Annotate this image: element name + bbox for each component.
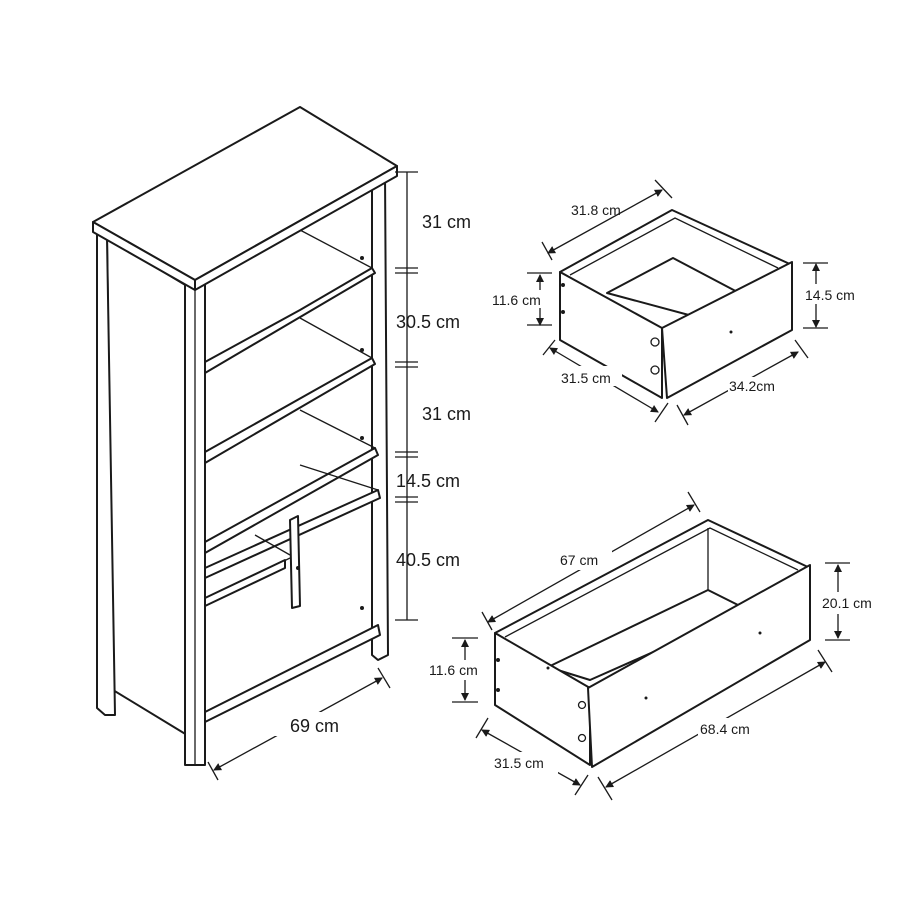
small-drawer-dimensions: 31.8 cm 11.6 cm 14.5 cm 31.5 cm 34.2cm [491, 179, 869, 426]
bookcase-height-4-label: 14.5 cm [396, 471, 460, 491]
large-drawer-depth-bottom-label: 31.5 cm [494, 755, 544, 771]
bookcase-width-dimension: 69 cm [207, 667, 391, 781]
bookcase-drawing [92, 106, 398, 766]
large-drawer-side-height-label: 11.6 cm [429, 662, 478, 678]
bookcase-height-1-label: 31 cm [422, 212, 471, 232]
bookcase-height-2-label: 30.5 cm [396, 312, 460, 332]
large-drawer-front-width-label: 68.4 cm [700, 721, 750, 737]
small-drawer-depth-top-label: 31.8 cm [571, 202, 621, 218]
small-drawer-front-height-label: 14.5 cm [805, 287, 855, 303]
small-drawer-depth-bottom-label: 31.5 cm [561, 370, 611, 386]
large-drawer-length-top-label: 67 cm [560, 552, 598, 568]
large-drawer-front-height-label: 20.1 cm [822, 595, 872, 611]
large-drawer-dimensions: 67 cm 11.6 cm 20.1 cm 31.5 cm 68.4 cm [428, 491, 890, 801]
bookcase-width-label: 69 cm [290, 716, 339, 736]
small-drawer-front-width-label: 34.2cm [729, 378, 775, 394]
bookcase-height-3-label: 31 cm [422, 404, 471, 424]
small-drawer-side-height-label: 11.6 cm [492, 292, 541, 308]
bookcase-height-5-label: 40.5 cm [396, 550, 460, 570]
bookcase-height-dimensions: 31 cm 30.5 cm 31 cm 14.5 cm 40.5 cm [395, 171, 471, 621]
